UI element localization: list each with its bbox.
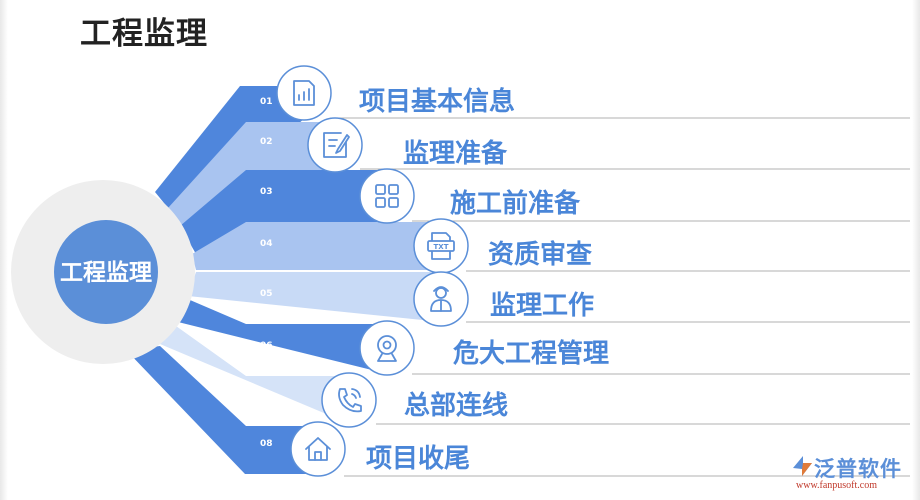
item-number: 06 [260, 341, 273, 351]
left-page-shadow [0, 0, 8, 500]
phone-icon [338, 388, 362, 413]
logo-url: www.fanpusoft.com [796, 480, 878, 491]
txt-file-icon: TXT [427, 232, 455, 260]
svg-text:TXT: TXT [434, 243, 449, 251]
band-04 [192, 222, 442, 270]
item-number: 05 [260, 289, 273, 299]
right-page-shadow [912, 0, 920, 500]
camera-icon [377, 335, 397, 362]
home-icon [305, 437, 331, 461]
page-title: 工程监理 [80, 16, 208, 52]
band-05 [188, 272, 442, 322]
band-06 [178, 300, 388, 374]
chart-document-icon [293, 80, 315, 106]
item-number: 02 [260, 137, 273, 147]
item-number: 07 [260, 393, 273, 403]
item-label: 施工前准备 [450, 188, 581, 219]
item-label: 危大工程管理 [453, 338, 609, 369]
band-08 [126, 346, 318, 474]
item-label: 监理准备 [403, 139, 508, 169]
separator-lines [330, 117, 910, 477]
worker-icon [430, 286, 452, 312]
item-label: 项目收尾 [366, 444, 470, 474]
item-number: 04 [260, 239, 273, 249]
item-label: 项目基本信息 [359, 86, 515, 117]
item-label: 监理工作 [490, 291, 594, 321]
center-node [54, 220, 158, 324]
band-07 [160, 326, 350, 424]
item-label: 总部连线 [404, 391, 508, 421]
item-number: 01 [260, 97, 273, 107]
icon-circles [276, 65, 469, 477]
edit-checklist-icon [323, 132, 350, 158]
brand-logo: 泛普软件 www.fanpusoft.com [790, 452, 918, 496]
item-number: 03 [260, 187, 273, 197]
grid-apps-icon [375, 184, 399, 208]
logo-name: 泛普软件 [814, 457, 902, 481]
item-label: 资质审查 [488, 239, 592, 270]
item-number: 08 [260, 439, 273, 449]
band-group [126, 86, 442, 474]
logo-mark-icon [793, 456, 812, 476]
center-label: 工程监理 [60, 260, 152, 286]
